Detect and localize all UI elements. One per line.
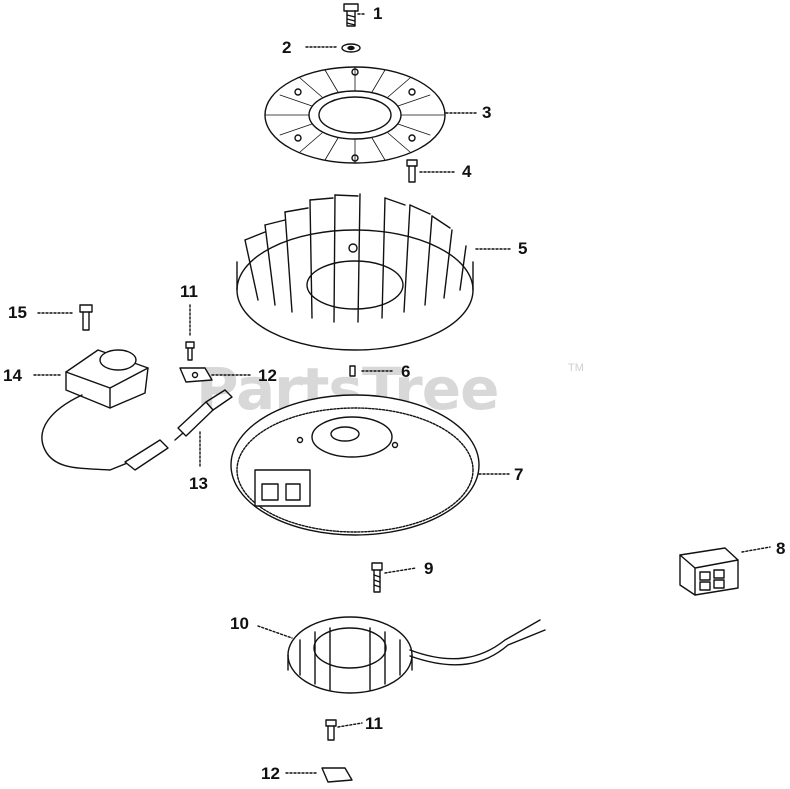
watermark-trademark: TM <box>568 362 584 374</box>
part-14-ignition-module[interactable] <box>33 349 169 471</box>
callout-2[interactable]: 2 <box>282 38 292 57</box>
part-11b-screw[interactable] <box>325 719 363 741</box>
part-12a-clip[interactable] <box>179 367 251 383</box>
callout-1[interactable]: 1 <box>373 4 383 23</box>
callout-12a[interactable]: 12 <box>258 366 277 385</box>
callout-9[interactable]: 9 <box>424 559 434 578</box>
part-1-screw[interactable] <box>343 3 367 27</box>
part-3-screen[interactable] <box>264 66 479 164</box>
part-13-spark-plug[interactable] <box>174 389 233 469</box>
callout-3[interactable]: 3 <box>482 103 492 122</box>
part-2-washer[interactable] <box>305 43 361 53</box>
callout-5[interactable]: 5 <box>518 239 528 258</box>
callout-12b[interactable]: 12 <box>261 764 280 783</box>
callout-4[interactable]: 4 <box>462 162 472 181</box>
part-11a-screw[interactable] <box>185 304 195 361</box>
callout-11a[interactable]: 11 <box>180 282 198 301</box>
callout-15[interactable]: 15 <box>8 303 27 322</box>
callout-10[interactable]: 10 <box>230 614 249 633</box>
part-4-screw[interactable] <box>406 159 457 183</box>
part-15-screw[interactable] <box>37 304 93 331</box>
callout-14[interactable]: 14 <box>3 366 22 385</box>
callout-8[interactable]: 8 <box>776 539 786 558</box>
part-12b-clip[interactable] <box>285 767 353 783</box>
callout-13[interactable]: 13 <box>189 474 208 493</box>
part-8-connector[interactable] <box>679 546 771 596</box>
part-5-fan[interactable] <box>236 193 513 351</box>
callout-6[interactable]: 6 <box>401 362 411 381</box>
part-7-flywheel[interactable] <box>230 394 512 536</box>
callout-11b[interactable]: 11 <box>365 714 383 733</box>
part-9-bolt[interactable] <box>371 562 417 593</box>
part-10-stator[interactable] <box>257 616 546 694</box>
callout-7[interactable]: 7 <box>514 465 524 484</box>
part-6-key[interactable] <box>349 365 393 377</box>
